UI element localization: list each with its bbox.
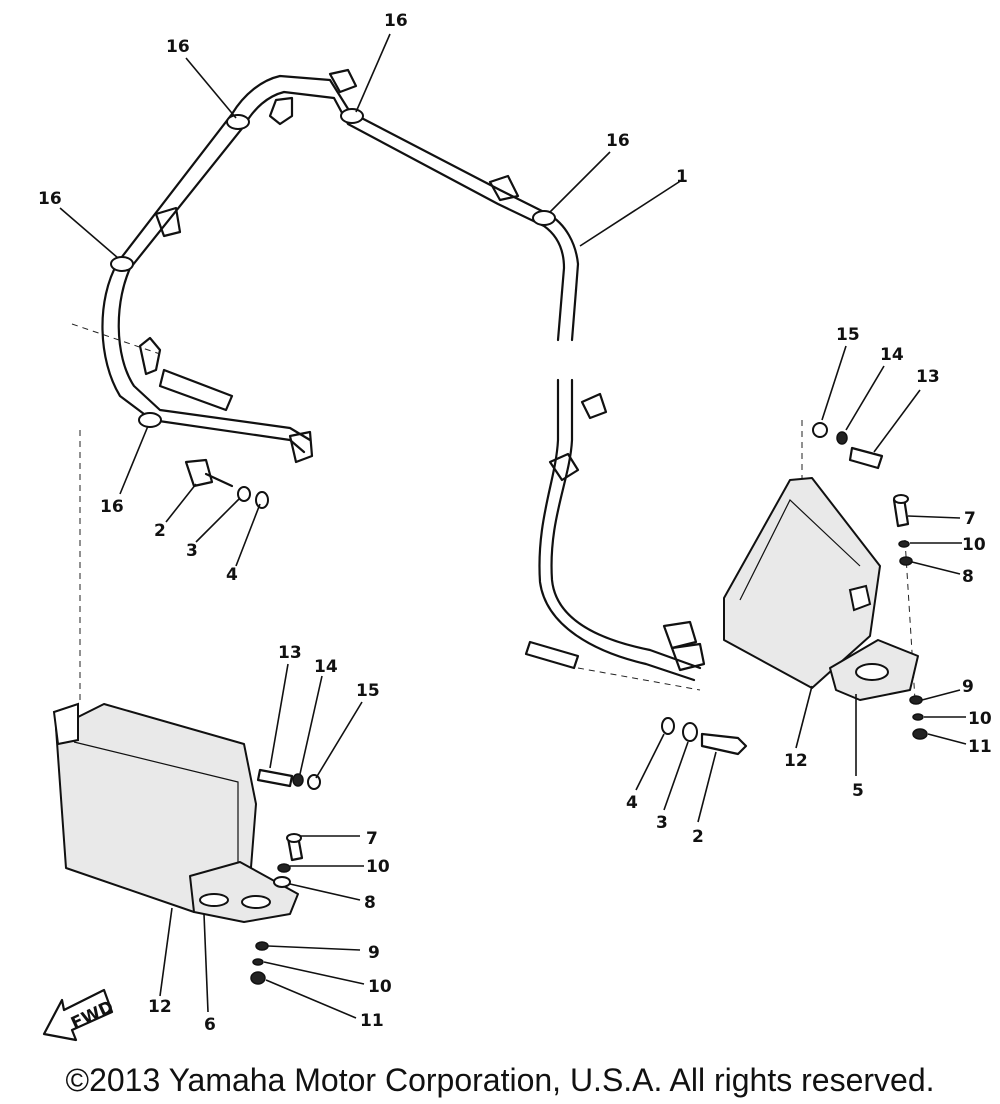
label-13-left: 13 — [278, 643, 302, 663]
label-4-right: 4 — [626, 793, 638, 813]
label-2-right: 2 — [692, 827, 704, 847]
label-13-right: 13 — [916, 367, 940, 387]
label-16-far-left: 16 — [38, 189, 62, 209]
fwd-label: FWD — [68, 997, 117, 1034]
label-6-left: 6 — [204, 1015, 216, 1035]
label-10-left-b: 10 — [368, 977, 392, 997]
label-16-top: 16 — [384, 11, 408, 31]
label-9-right: 9 — [962, 677, 974, 697]
label-7-right: 7 — [964, 509, 976, 529]
hardware — [184, 422, 928, 985]
fwd-arrow-icon: FWD — [42, 988, 117, 1042]
label-10-right-b: 10 — [968, 709, 992, 729]
label-15-left: 15 — [356, 681, 380, 701]
right-shield — [723, 477, 919, 701]
label-11-left: 11 — [360, 1011, 384, 1031]
label-9-left: 9 — [368, 943, 380, 963]
copyright-notice: ©2013 Yamaha Motor Corporation, U.S.A. A… — [65, 1062, 935, 1098]
label-3-right: 3 — [656, 813, 668, 833]
leader-lines — [59, 33, 967, 1019]
callout-labels: 16 16 16 1 16 16 2 3 4 15 14 13 7 10 8 9… — [38, 11, 992, 1035]
left-shield — [52, 702, 299, 923]
frame-tube — [101, 68, 706, 682]
label-15-right: 15 — [836, 325, 860, 345]
label-16-left-top: 16 — [166, 37, 190, 57]
label-1: 1 — [676, 167, 688, 187]
label-8-left: 8 — [364, 893, 376, 913]
label-8-right: 8 — [962, 567, 974, 587]
label-12-left: 12 — [148, 997, 172, 1017]
label-10-left-a: 10 — [366, 857, 390, 877]
label-12-right: 12 — [784, 751, 808, 771]
label-4-left: 4 — [226, 565, 238, 585]
label-16-lower-left: 16 — [100, 497, 124, 517]
label-14-right: 14 — [880, 345, 904, 365]
label-3-left: 3 — [186, 541, 198, 561]
label-14-left: 14 — [314, 657, 338, 677]
label-10-right-a: 10 — [962, 535, 986, 555]
label-11-right: 11 — [968, 737, 992, 757]
label-5-right: 5 — [852, 781, 864, 801]
label-16-right-top: 16 — [606, 131, 630, 151]
label-7-left: 7 — [366, 829, 378, 849]
parts-diagram: FWD 16 — [38, 11, 992, 1042]
label-2-left: 2 — [154, 521, 166, 541]
